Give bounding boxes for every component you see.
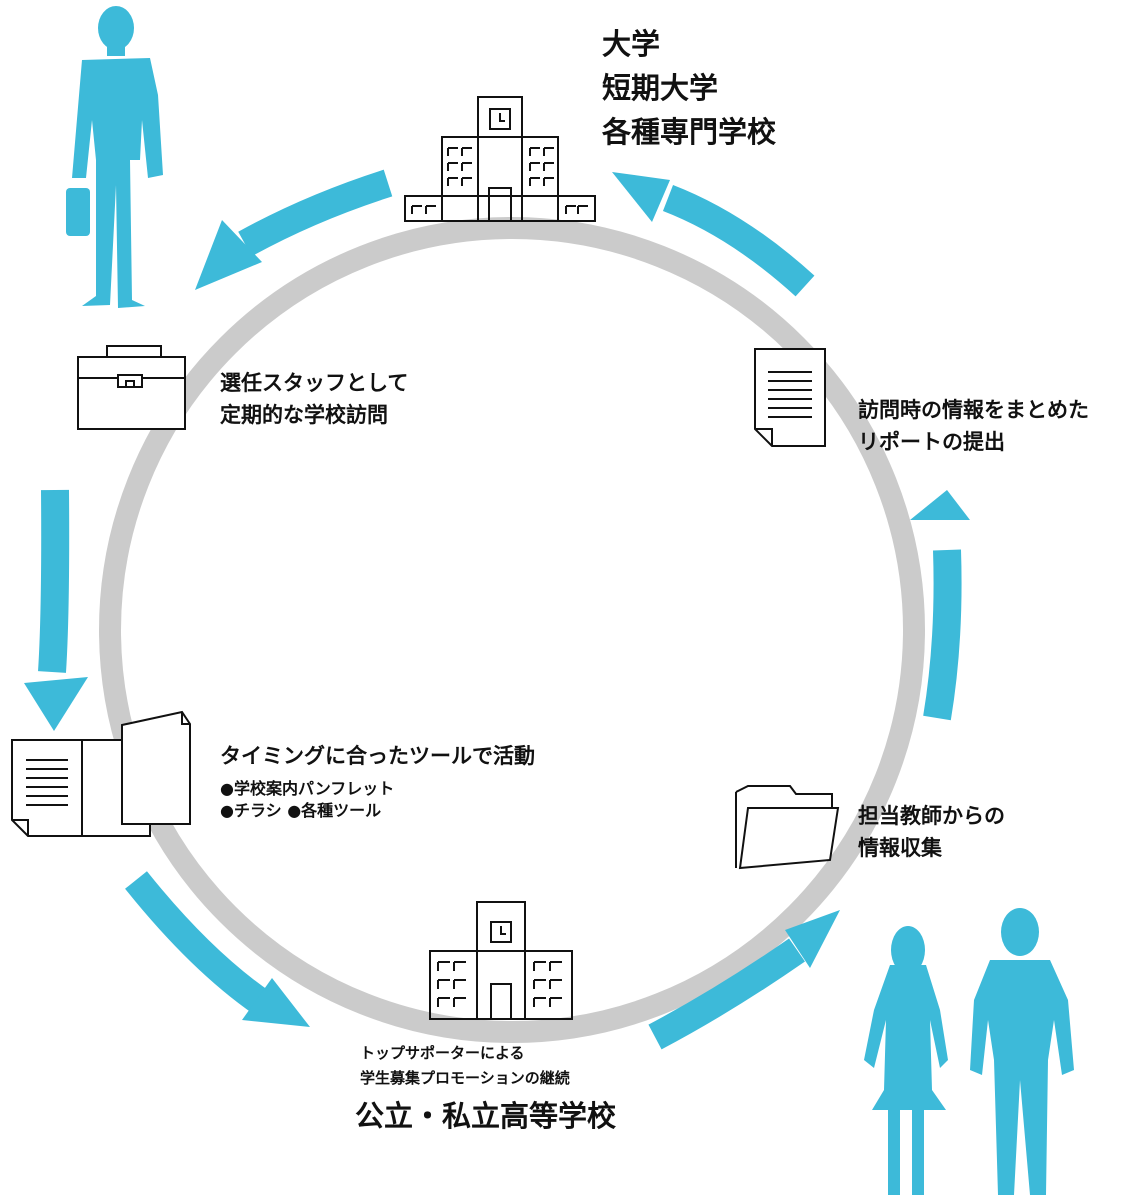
arrow-heads	[24, 172, 970, 1027]
arrow-highschool-to-info	[648, 938, 805, 1050]
university-line: 大学	[602, 27, 661, 61]
promotion-line: トップサポーターによる	[360, 1044, 525, 1062]
step-report-label: 訪問時の情報をまとめた リポートの提出	[858, 394, 1089, 458]
tools-item: ●チラシ ●各種ツール	[220, 801, 382, 820]
step-line: 情報収集	[858, 836, 942, 860]
step-line: 選任スタッフとして	[220, 371, 409, 395]
university-line: 短期大学	[602, 71, 719, 105]
arrowhead	[612, 172, 670, 222]
folder-icon	[735, 785, 840, 870]
arrowhead	[242, 978, 310, 1027]
pamphlet-icon	[11, 710, 191, 837]
arrow-report-to-university	[662, 184, 815, 297]
step-line: リポートの提出	[858, 430, 1005, 454]
high-school-promotion-label: トップサポーターによる 学生募集プロモーションの継続	[360, 1041, 570, 1091]
step-line: 定期的な学校訪問	[220, 403, 388, 427]
cycle-ring	[99, 217, 925, 1043]
briefcase-icon	[77, 345, 186, 430]
arrow-info-to-report	[923, 549, 962, 721]
university-building-icon	[404, 96, 596, 222]
step-line: 訪問時の情報をまとめた	[858, 398, 1089, 422]
tools-title: タイミングに合ったツールで活動	[220, 744, 535, 768]
university-label: 大学 短期大学 各種専門学校	[602, 22, 776, 154]
students-silhouette	[864, 908, 1074, 1195]
arrowhead	[24, 677, 88, 731]
arrowhead	[785, 910, 840, 968]
arrowhead	[195, 220, 262, 290]
step-info-label: 担当教師からの 情報収集	[858, 800, 1005, 864]
high-school-building-icon	[429, 901, 573, 1020]
arrow-university-to-staff	[238, 169, 393, 257]
step-line: 担当教師からの	[858, 804, 1005, 828]
arrow-tools-to-highschool	[125, 871, 271, 1015]
arrowhead	[910, 490, 970, 520]
cycle-arrows	[38, 169, 962, 1050]
arrow-staff-to-tools	[38, 489, 70, 673]
step-tools-label: タイミングに合ったツールで活動 ●学校案内パンフレット ●チラシ ●各種ツール	[220, 740, 535, 822]
tools-item: ●学校案内パンフレット	[220, 779, 395, 798]
promotion-line: 学生募集プロモーションの継続	[360, 1069, 570, 1087]
document-icon	[754, 348, 826, 447]
high-school-name: 公立・私立高等学校	[355, 1099, 617, 1133]
university-line: 各種専門学校	[602, 115, 777, 149]
businessman-silhouette	[66, 6, 163, 308]
step-school-visit-label: 選任スタッフとして 定期的な学校訪問	[220, 367, 408, 431]
